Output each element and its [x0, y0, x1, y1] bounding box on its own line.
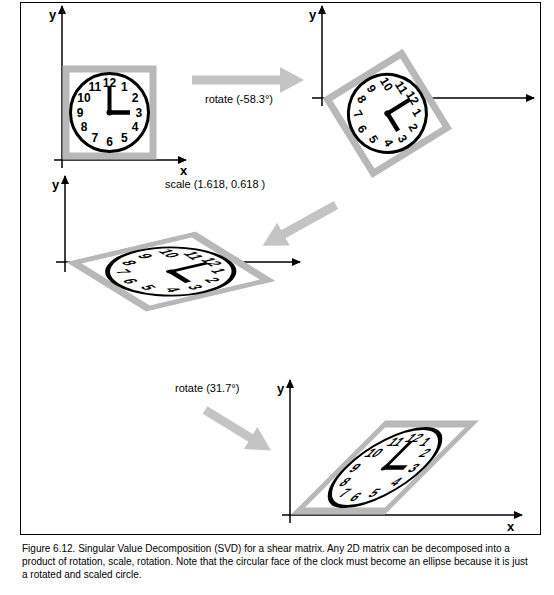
axis-label: y [309, 7, 316, 22]
transform-label: rotate (-58.3°) [205, 93, 273, 105]
clock-drawing [322, 48, 453, 179]
axes [54, 6, 186, 168]
clock-numeral: 1 [121, 81, 128, 93]
axis-label: y [52, 177, 59, 192]
clock-numeral: 5 [121, 132, 128, 144]
clock-figure: 121234567891011 [65, 231, 277, 312]
clock-drawing [65, 231, 277, 312]
transform-label: rotate (31.7°) [175, 382, 239, 394]
clock-numeral: 6 [106, 136, 113, 148]
axis-label: y [49, 7, 56, 22]
clock-numeral: 2 [132, 92, 139, 104]
clock-drawing [290, 420, 480, 515]
axis-label: x [507, 519, 514, 534]
clock-numeral: 4 [132, 121, 139, 133]
clock-figure: 121234567891011 [290, 420, 480, 515]
axes [282, 380, 522, 523]
step-arrow [205, 410, 254, 440]
step-arrow [280, 205, 336, 236]
step-arrow [192, 76, 284, 85]
transform-label: scale (1.618, 0.618 ) [165, 178, 265, 190]
clock-numeral: 10 [77, 92, 90, 104]
clock-figure: 12 12 3 45678 9 1011 [62, 65, 157, 160]
axis-label: x [180, 163, 187, 178]
clock-numeral: 3 [136, 107, 143, 119]
axis-label: y [277, 381, 284, 396]
figure-border [21, 3, 541, 535]
clock-numeral: 12 [103, 77, 116, 89]
clock-numeral: 7 [91, 132, 98, 144]
clock-figure: 121234567891011 [322, 48, 453, 179]
clock-numeral: 9 [77, 107, 84, 119]
clock-numeral: 11 [88, 81, 101, 93]
clock-numeral: 8 [81, 121, 88, 133]
figure-caption: Figure 6.12. Singular Value Decompositio… [22, 543, 536, 581]
